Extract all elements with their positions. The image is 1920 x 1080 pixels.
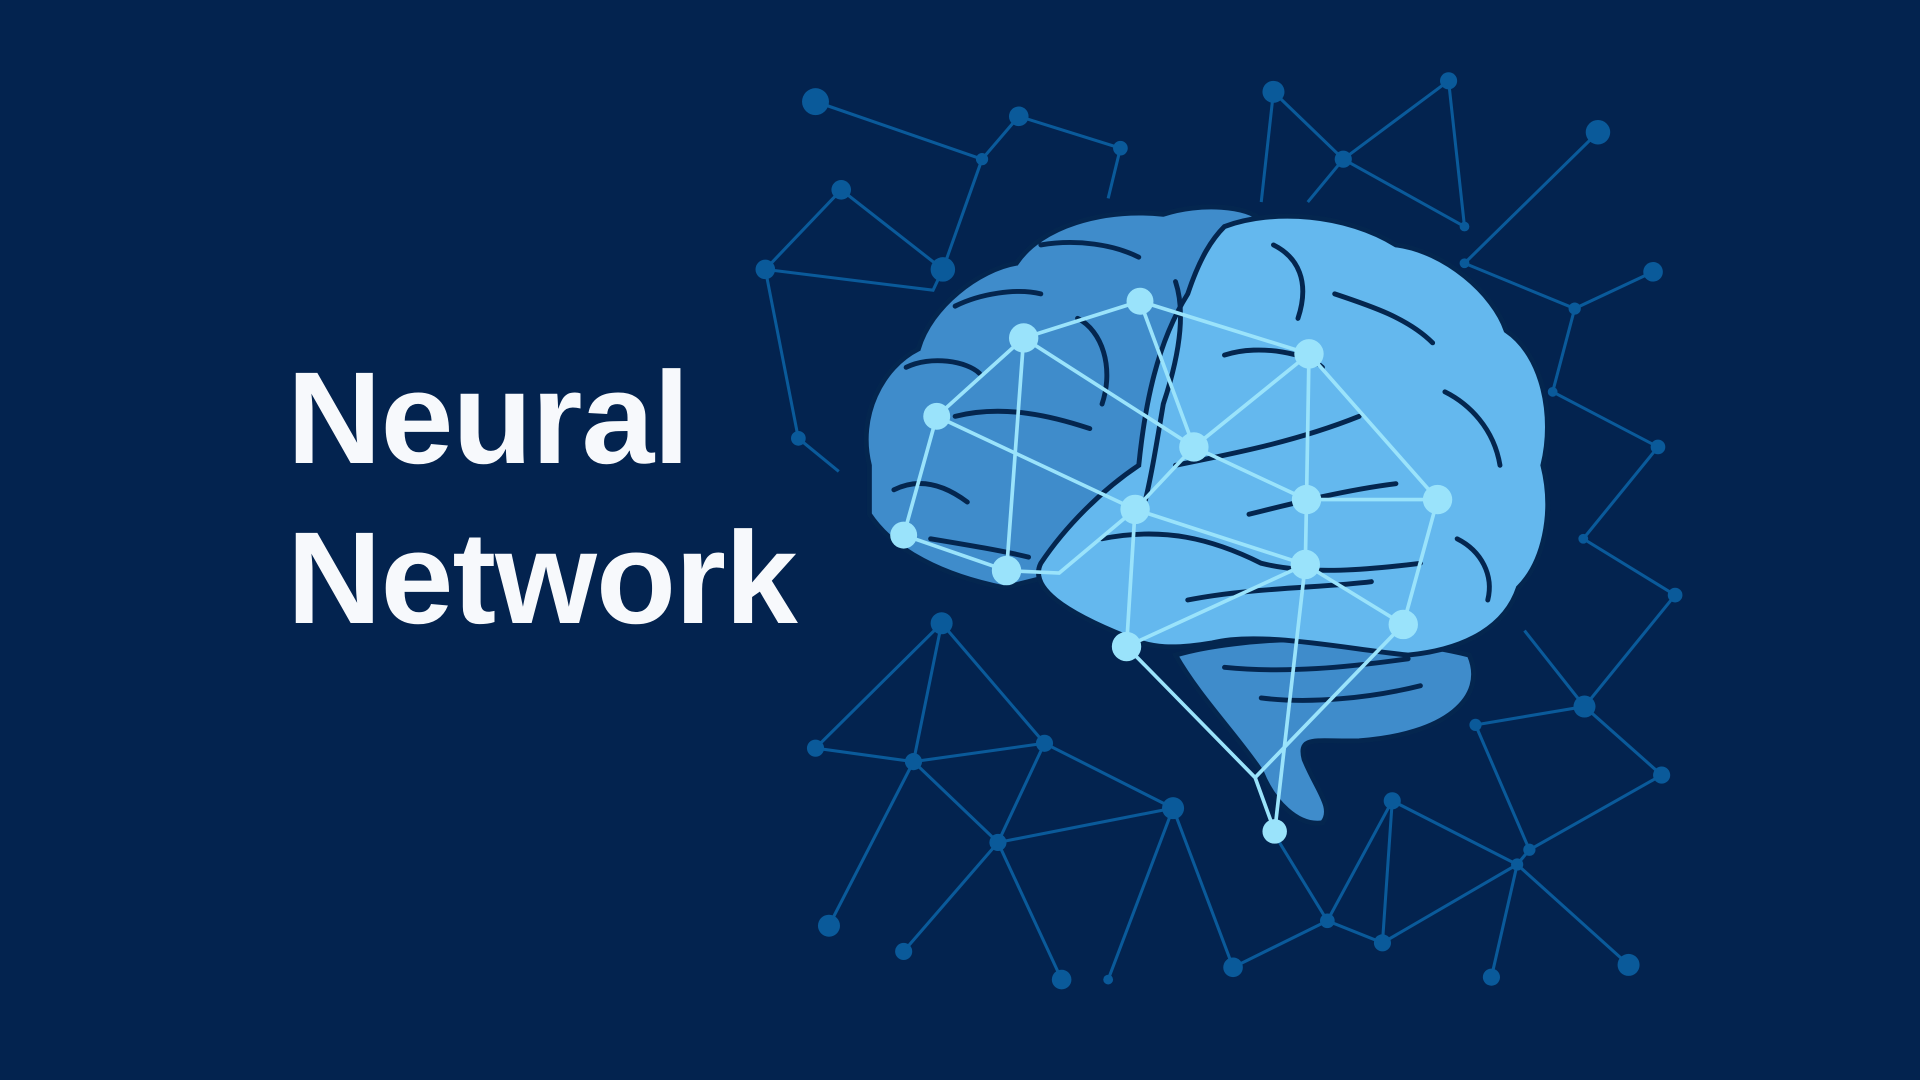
- brain-network-nodes-icon: [890, 287, 1453, 844]
- headline-line-2: Network: [287, 504, 798, 651]
- background-network-nodes-icon: [755, 72, 1683, 990]
- brain-icon: [863, 204, 1551, 826]
- headline: Neural Network: [287, 338, 798, 658]
- headline-line-1: Neural: [287, 344, 690, 491]
